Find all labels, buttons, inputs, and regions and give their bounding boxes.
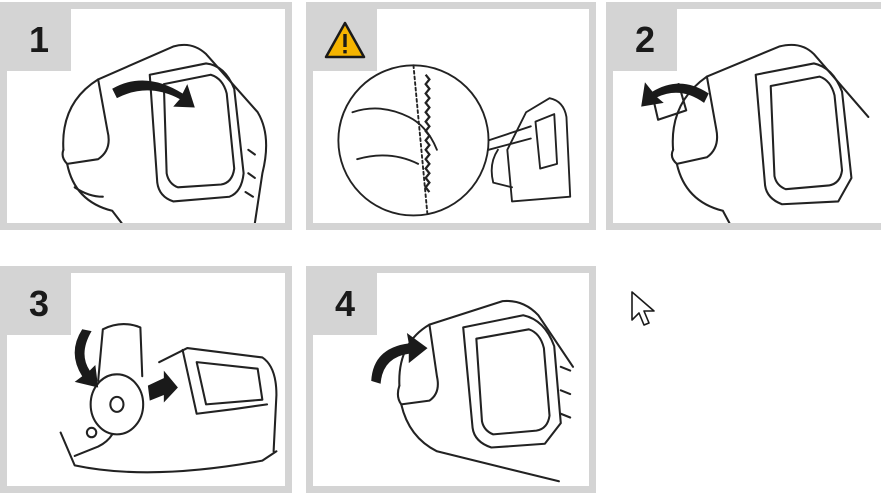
step-badge: 3: [7, 273, 71, 335]
step-badge: 1: [7, 9, 71, 71]
step-badge: 4: [313, 273, 377, 335]
step-1-panel: 1: [0, 2, 292, 230]
step-2-panel: 2: [606, 2, 881, 230]
terminal-insert-paper-illustration: [641, 43, 870, 223]
arrow-curved-up-right-icon: [371, 333, 428, 384]
arrow-curved-right-icon: [112, 80, 195, 108]
step-4-panel: 4: [306, 266, 596, 493]
step-badge: 2: [613, 9, 677, 71]
warning-badge: [313, 9, 377, 71]
step-number: 2: [634, 19, 656, 60]
step-3-panel: 3: [0, 266, 292, 493]
arrow-right-icon: [147, 370, 178, 403]
terminal-open-lid-illustration: [61, 43, 268, 223]
step-number: 4: [334, 283, 356, 324]
step-number: 1: [28, 19, 50, 60]
arrow-curved-left-icon: [641, 82, 709, 107]
terminal-paper-roll-illustration: [59, 323, 278, 474]
step-number: 3: [28, 283, 50, 324]
step-warning-panel: [306, 2, 596, 230]
terminal-close-lid-illustration: [371, 299, 575, 483]
paper-cutter-warning-illustration: [337, 64, 572, 217]
mouse-pointer-icon: [631, 291, 655, 326]
warning-triangle-icon: [324, 21, 366, 59]
arrow-curved-down-icon: [74, 329, 99, 388]
